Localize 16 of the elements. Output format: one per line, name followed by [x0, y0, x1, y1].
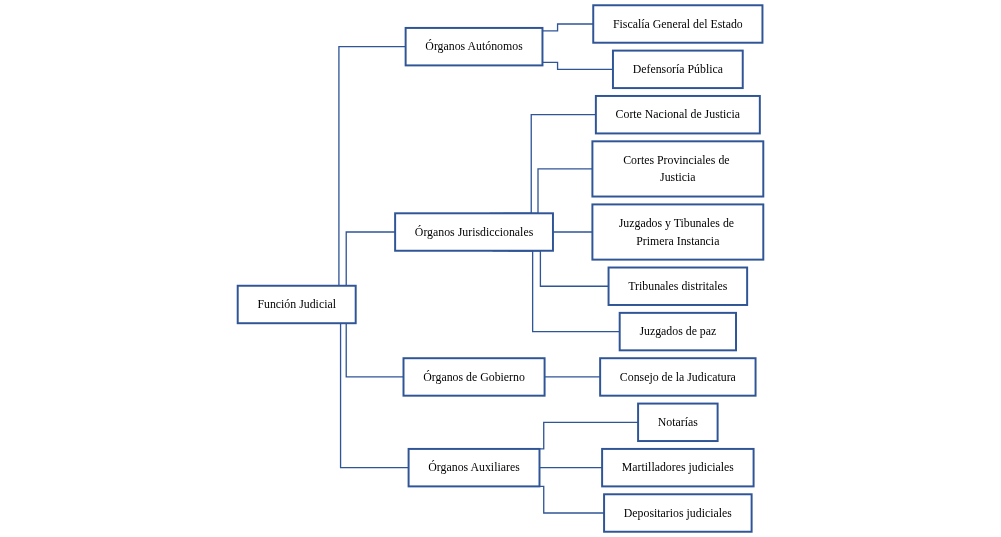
node-box: Martilladores judiciales	[601, 447, 755, 488]
node-box: Órganos Auxiliares	[407, 447, 541, 488]
node-box: Tribunales distritales	[607, 266, 749, 306]
node-box: Órganos de Gobierno	[402, 357, 546, 397]
node-box: Corte Nacional de Justicia	[594, 94, 761, 135]
node-box: Notarías	[637, 402, 719, 443]
node-box: Consejo de la Judicatura	[599, 357, 757, 397]
node-box: Órganos Autónomos	[404, 26, 544, 67]
node-box: Cortes Provinciales de Justicia	[591, 140, 765, 198]
node-box: Órganos Jurisdiccionales	[394, 212, 554, 252]
node-box: Fiscalía General del Estado	[592, 4, 764, 44]
node-box: Función Judicial	[236, 284, 357, 325]
node-box: Juzgados de paz	[618, 311, 737, 352]
node-box: Depositarios judiciales	[603, 493, 753, 533]
node-box: Juzgados y Tibunales de Primera Instancia	[591, 203, 765, 261]
node-box: Defensoría Pública	[611, 49, 744, 90]
